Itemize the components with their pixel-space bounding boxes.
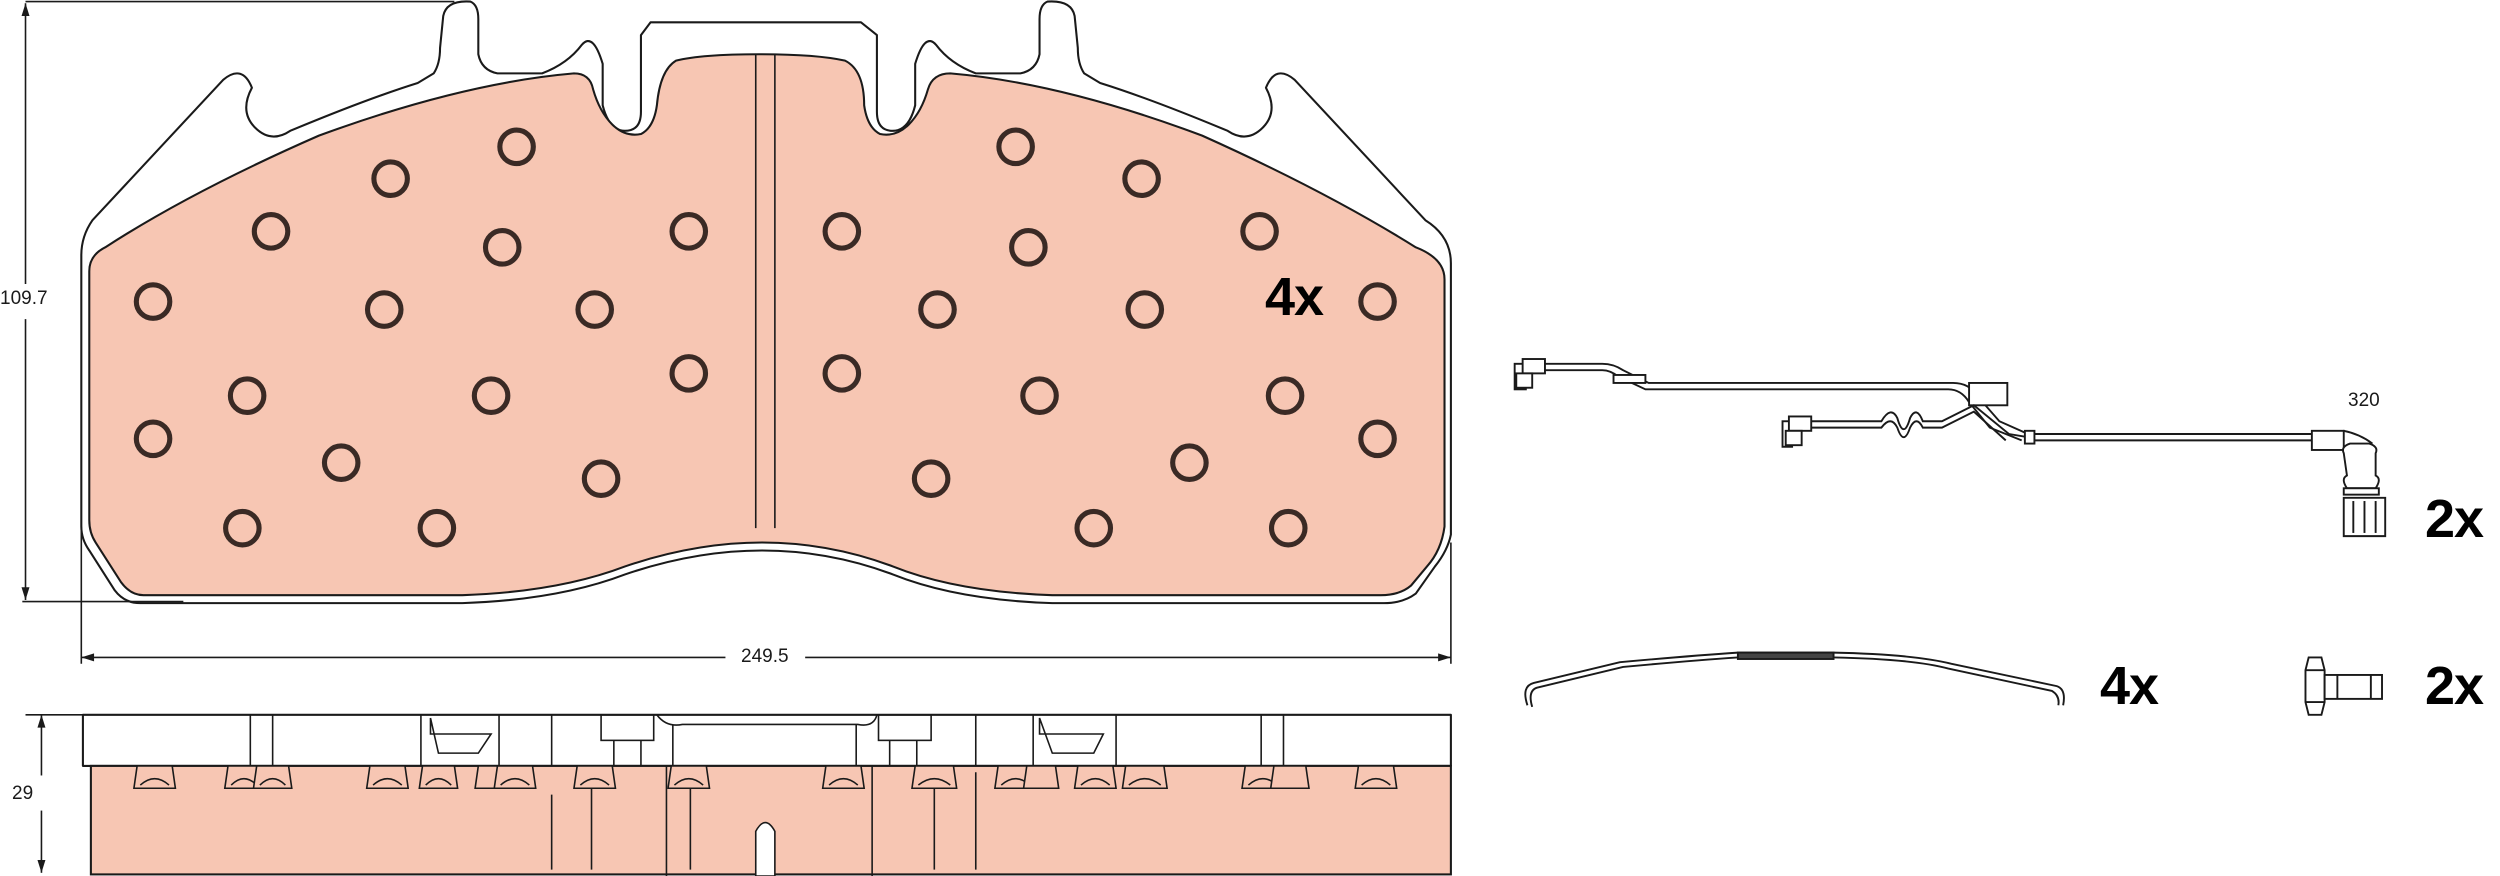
thickness-dimension-label: 29 bbox=[12, 783, 34, 805]
side-structure-lines bbox=[249, 714, 1285, 876]
hole bbox=[1020, 376, 1059, 416]
hole bbox=[918, 290, 957, 329]
hole bbox=[227, 376, 267, 416]
hole bbox=[471, 376, 511, 416]
hole bbox=[1074, 508, 1114, 548]
width-dimension-line bbox=[80, 526, 1452, 664]
sensor-length-label: 320 bbox=[2344, 390, 2384, 412]
pad-quantity-label: 4x bbox=[1265, 267, 1324, 327]
width-dimension-label: 249.5 bbox=[737, 646, 793, 668]
clip-quantity-label: 4x bbox=[2100, 656, 2159, 716]
hole bbox=[223, 508, 262, 548]
hole bbox=[575, 290, 614, 329]
hole bbox=[669, 354, 709, 393]
sensor-quantity-label: 2x bbox=[2425, 489, 2484, 549]
hole bbox=[364, 290, 404, 329]
side-view bbox=[25, 713, 1452, 876]
height-dimension-line bbox=[21, 0, 455, 603]
hole bbox=[822, 212, 862, 251]
hole bbox=[911, 459, 951, 498]
hole bbox=[251, 212, 291, 251]
bolt-quantity-label: 2x bbox=[2425, 656, 2484, 716]
hole bbox=[1125, 290, 1165, 329]
backing-plate-outline bbox=[80, 0, 1452, 605]
hole bbox=[371, 159, 410, 199]
hole bbox=[1358, 282, 1397, 321]
thickness-dimension-line bbox=[25, 714, 83, 873]
friction-pad bbox=[88, 53, 1446, 597]
hole bbox=[133, 282, 173, 321]
rivet-holes bbox=[133, 127, 1397, 548]
side-backing-plate bbox=[81, 713, 1452, 767]
wear-sensor-cable bbox=[1513, 358, 2387, 538]
hole bbox=[133, 419, 173, 459]
hole bbox=[497, 127, 536, 167]
hole bbox=[1240, 212, 1279, 251]
hole bbox=[581, 459, 621, 498]
hole bbox=[417, 508, 457, 548]
hole bbox=[1122, 159, 1161, 199]
hole bbox=[996, 127, 1035, 167]
hole bbox=[1358, 419, 1397, 459]
bolt bbox=[2304, 656, 2383, 716]
hole bbox=[1170, 443, 1209, 483]
hole bbox=[482, 228, 522, 267]
hole bbox=[669, 212, 709, 251]
front-view bbox=[21, 0, 1452, 664]
center-slot bbox=[754, 821, 776, 876]
hole bbox=[1268, 508, 1308, 548]
hole bbox=[1265, 376, 1305, 416]
retaining-clip bbox=[1524, 651, 2065, 708]
hole bbox=[822, 354, 862, 393]
height-dimension-label: 109.7 bbox=[0, 288, 48, 310]
rivet-clips bbox=[133, 765, 1398, 790]
hole bbox=[1009, 228, 1048, 267]
hole bbox=[321, 443, 361, 483]
